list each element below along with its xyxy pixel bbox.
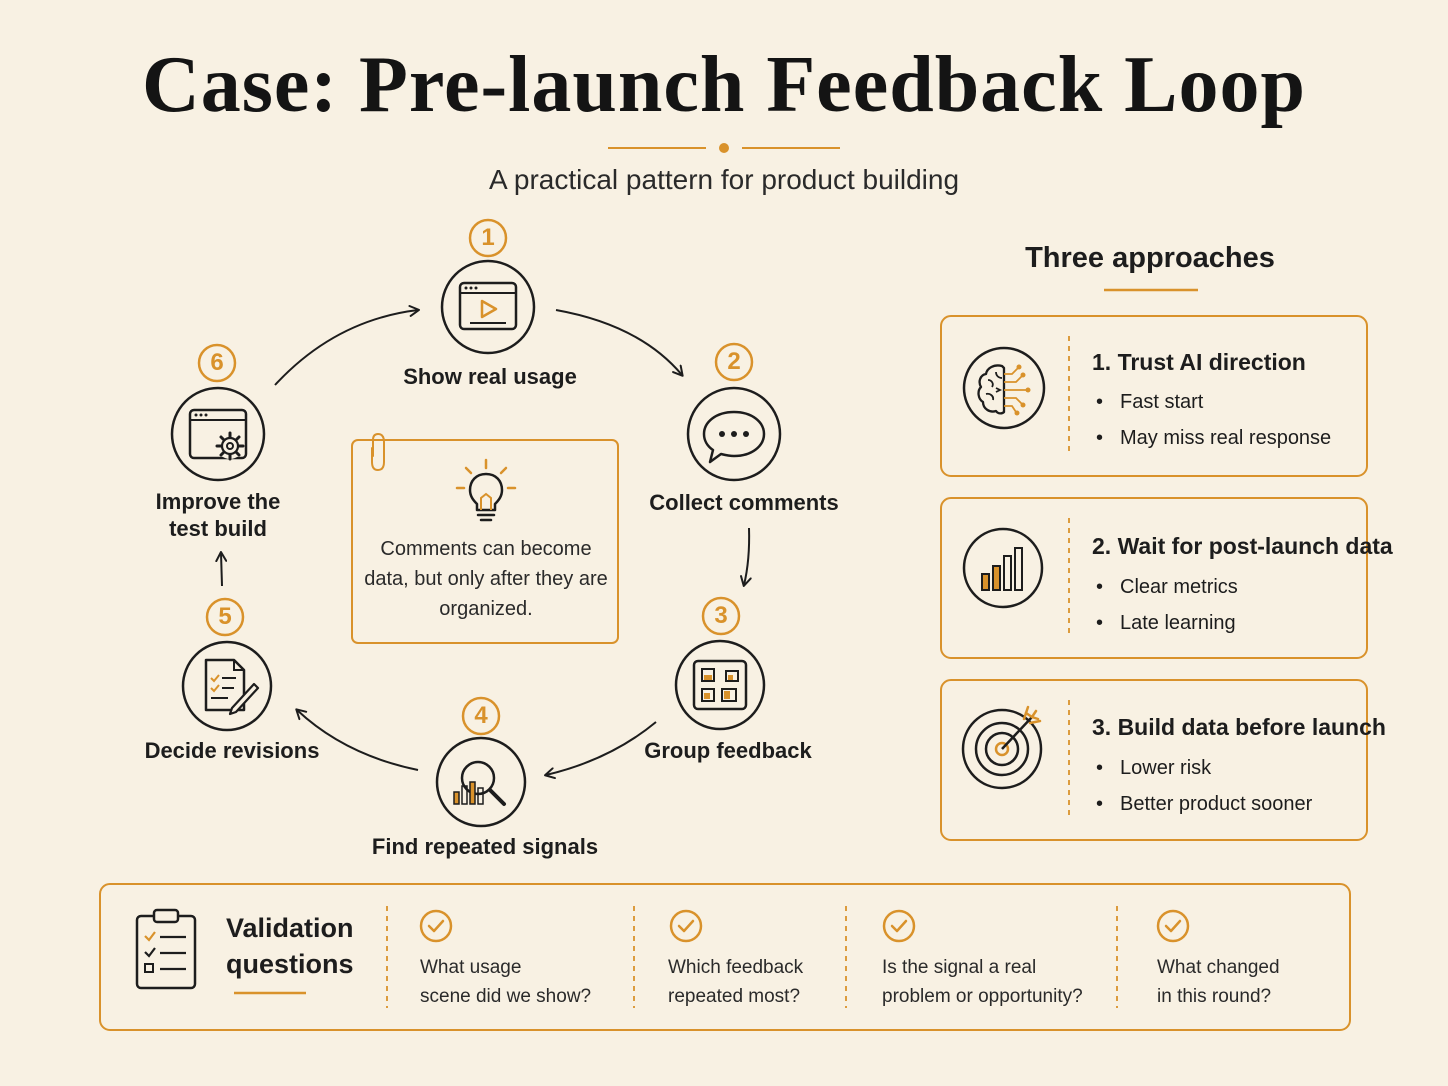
arrow-5-to-6 bbox=[215, 551, 228, 587]
note-text: Comments can become data, but only after… bbox=[364, 538, 608, 620]
validation-title: Validation questions bbox=[226, 910, 386, 982]
arrow-1-to-2 bbox=[555, 309, 684, 377]
approach-2-bullet-2: Late learning bbox=[1096, 612, 1236, 635]
question-4: What changed in this round? bbox=[1157, 957, 1280, 1007]
step-number-4: 4 bbox=[474, 702, 488, 729]
page-subtitle: A practical pattern for product building bbox=[488, 164, 960, 195]
paperclip-icon bbox=[371, 432, 385, 472]
check-circle-icon bbox=[419, 909, 453, 943]
step-label-find-repeated-signals: Find repeated signals bbox=[371, 834, 599, 859]
approaches-underline bbox=[1104, 288, 1198, 292]
step-label-group-feedback: Group feedback bbox=[644, 738, 812, 763]
approach-2-title: 2. Wait for post-launch data bbox=[1092, 533, 1393, 559]
arrow-6-to-1 bbox=[274, 304, 420, 386]
magnifier-chart-icon bbox=[453, 760, 506, 806]
browser-gear-icon bbox=[188, 408, 248, 461]
approach-3-title: 3. Build data before launch bbox=[1092, 714, 1386, 740]
grouped-cards-icon bbox=[692, 659, 748, 711]
approaches-title: Three approaches bbox=[1025, 242, 1275, 274]
step-number-2: 2 bbox=[727, 348, 741, 375]
step-label-decide-revisions: Decide revisions bbox=[144, 738, 320, 763]
question-3: Is the signal a real problem or opportun… bbox=[882, 957, 1083, 1007]
chat-bubble-icon bbox=[702, 410, 766, 464]
validation-title-line1: Validation bbox=[226, 913, 354, 943]
arrow-4-to-5 bbox=[295, 708, 419, 771]
check-circle-icon bbox=[1156, 909, 1190, 943]
clipboard-checklist-icon bbox=[135, 908, 197, 990]
bar-chart-icon bbox=[981, 547, 1023, 591]
validation-title-line2: questions bbox=[226, 949, 354, 979]
approach-3-bullet-2: Better product sooner bbox=[1096, 793, 1312, 816]
approach-1-bullet-2: May miss real response bbox=[1096, 427, 1331, 450]
question-2: Which feedback repeated most? bbox=[668, 957, 804, 1007]
step-number-3: 3 bbox=[714, 602, 728, 629]
target-icon bbox=[974, 705, 1042, 777]
video-window-icon bbox=[458, 281, 518, 331]
arrow-3-to-4 bbox=[544, 721, 657, 780]
step-number-1: 1 bbox=[481, 224, 495, 251]
document-pencil-icon bbox=[204, 658, 260, 716]
page-title: Case: Pre-launch Feedback Loop bbox=[141, 41, 1307, 129]
approach-3-bullet-1: Lower risk bbox=[1096, 757, 1211, 780]
step-label-collect-comments: Collect comments bbox=[649, 490, 839, 515]
arrow-2-to-3 bbox=[740, 527, 752, 587]
check-circle-icon bbox=[669, 909, 703, 943]
step-label-show-real-usage: Show real usage bbox=[403, 364, 577, 389]
step-number-5: 5 bbox=[218, 603, 232, 630]
approach-1-bullet-1: Fast start bbox=[1096, 391, 1203, 414]
ai-brain-icon bbox=[977, 364, 1031, 416]
step-number-6: 6 bbox=[210, 349, 224, 376]
approach-2-bullet-1: Clear metrics bbox=[1096, 576, 1238, 599]
title-divider bbox=[608, 143, 840, 153]
step-label-improve-line2: test build bbox=[169, 516, 267, 541]
question-1: What usage scene did we show? bbox=[420, 957, 592, 1007]
check-circle-icon bbox=[882, 909, 916, 943]
lightbulb-icon bbox=[455, 458, 517, 522]
approach-1-title: 1. Trust AI direction bbox=[1092, 349, 1306, 375]
step-badges bbox=[197, 218, 754, 736]
step-label-improve-line1: Improve the bbox=[155, 489, 281, 514]
